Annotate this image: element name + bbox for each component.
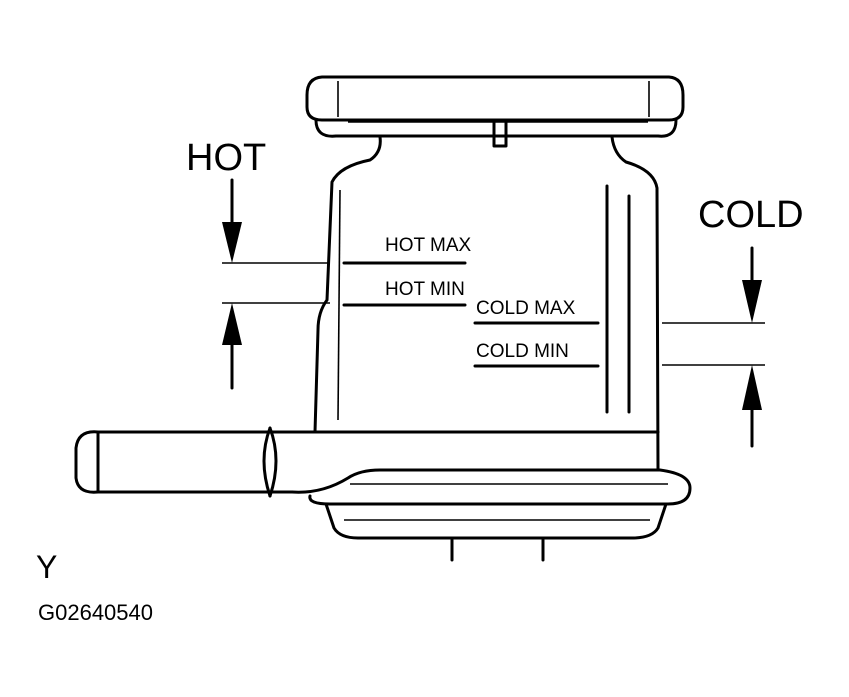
cold-max-label: COLD MAX [476, 298, 576, 319]
reservoir-base [290, 468, 692, 562]
cold-label: COLD [698, 194, 804, 236]
arrow-down-icon [742, 280, 762, 323]
hot-max-label: HOT MAX [385, 235, 472, 256]
arrow-up-icon [742, 365, 762, 410]
hot-range-indicator: HOT [186, 137, 330, 390]
corner-letter: Y [36, 549, 57, 585]
hot-label: HOT [186, 137, 266, 179]
cold-range-indicator: COLD [662, 194, 804, 448]
hose-nipple [74, 426, 294, 498]
level-marks: HOT MAX HOT MIN COLD MAX COLD MIN [342, 235, 600, 368]
cold-min-label: COLD MIN [476, 341, 569, 362]
figure-code: G02640540 [38, 600, 153, 625]
arrow-down-icon [222, 222, 242, 263]
hot-min-label: HOT MIN [385, 279, 465, 300]
reservoir-cap [305, 75, 685, 148]
reservoir-body [290, 135, 660, 472]
arrow-up-icon [222, 303, 242, 345]
